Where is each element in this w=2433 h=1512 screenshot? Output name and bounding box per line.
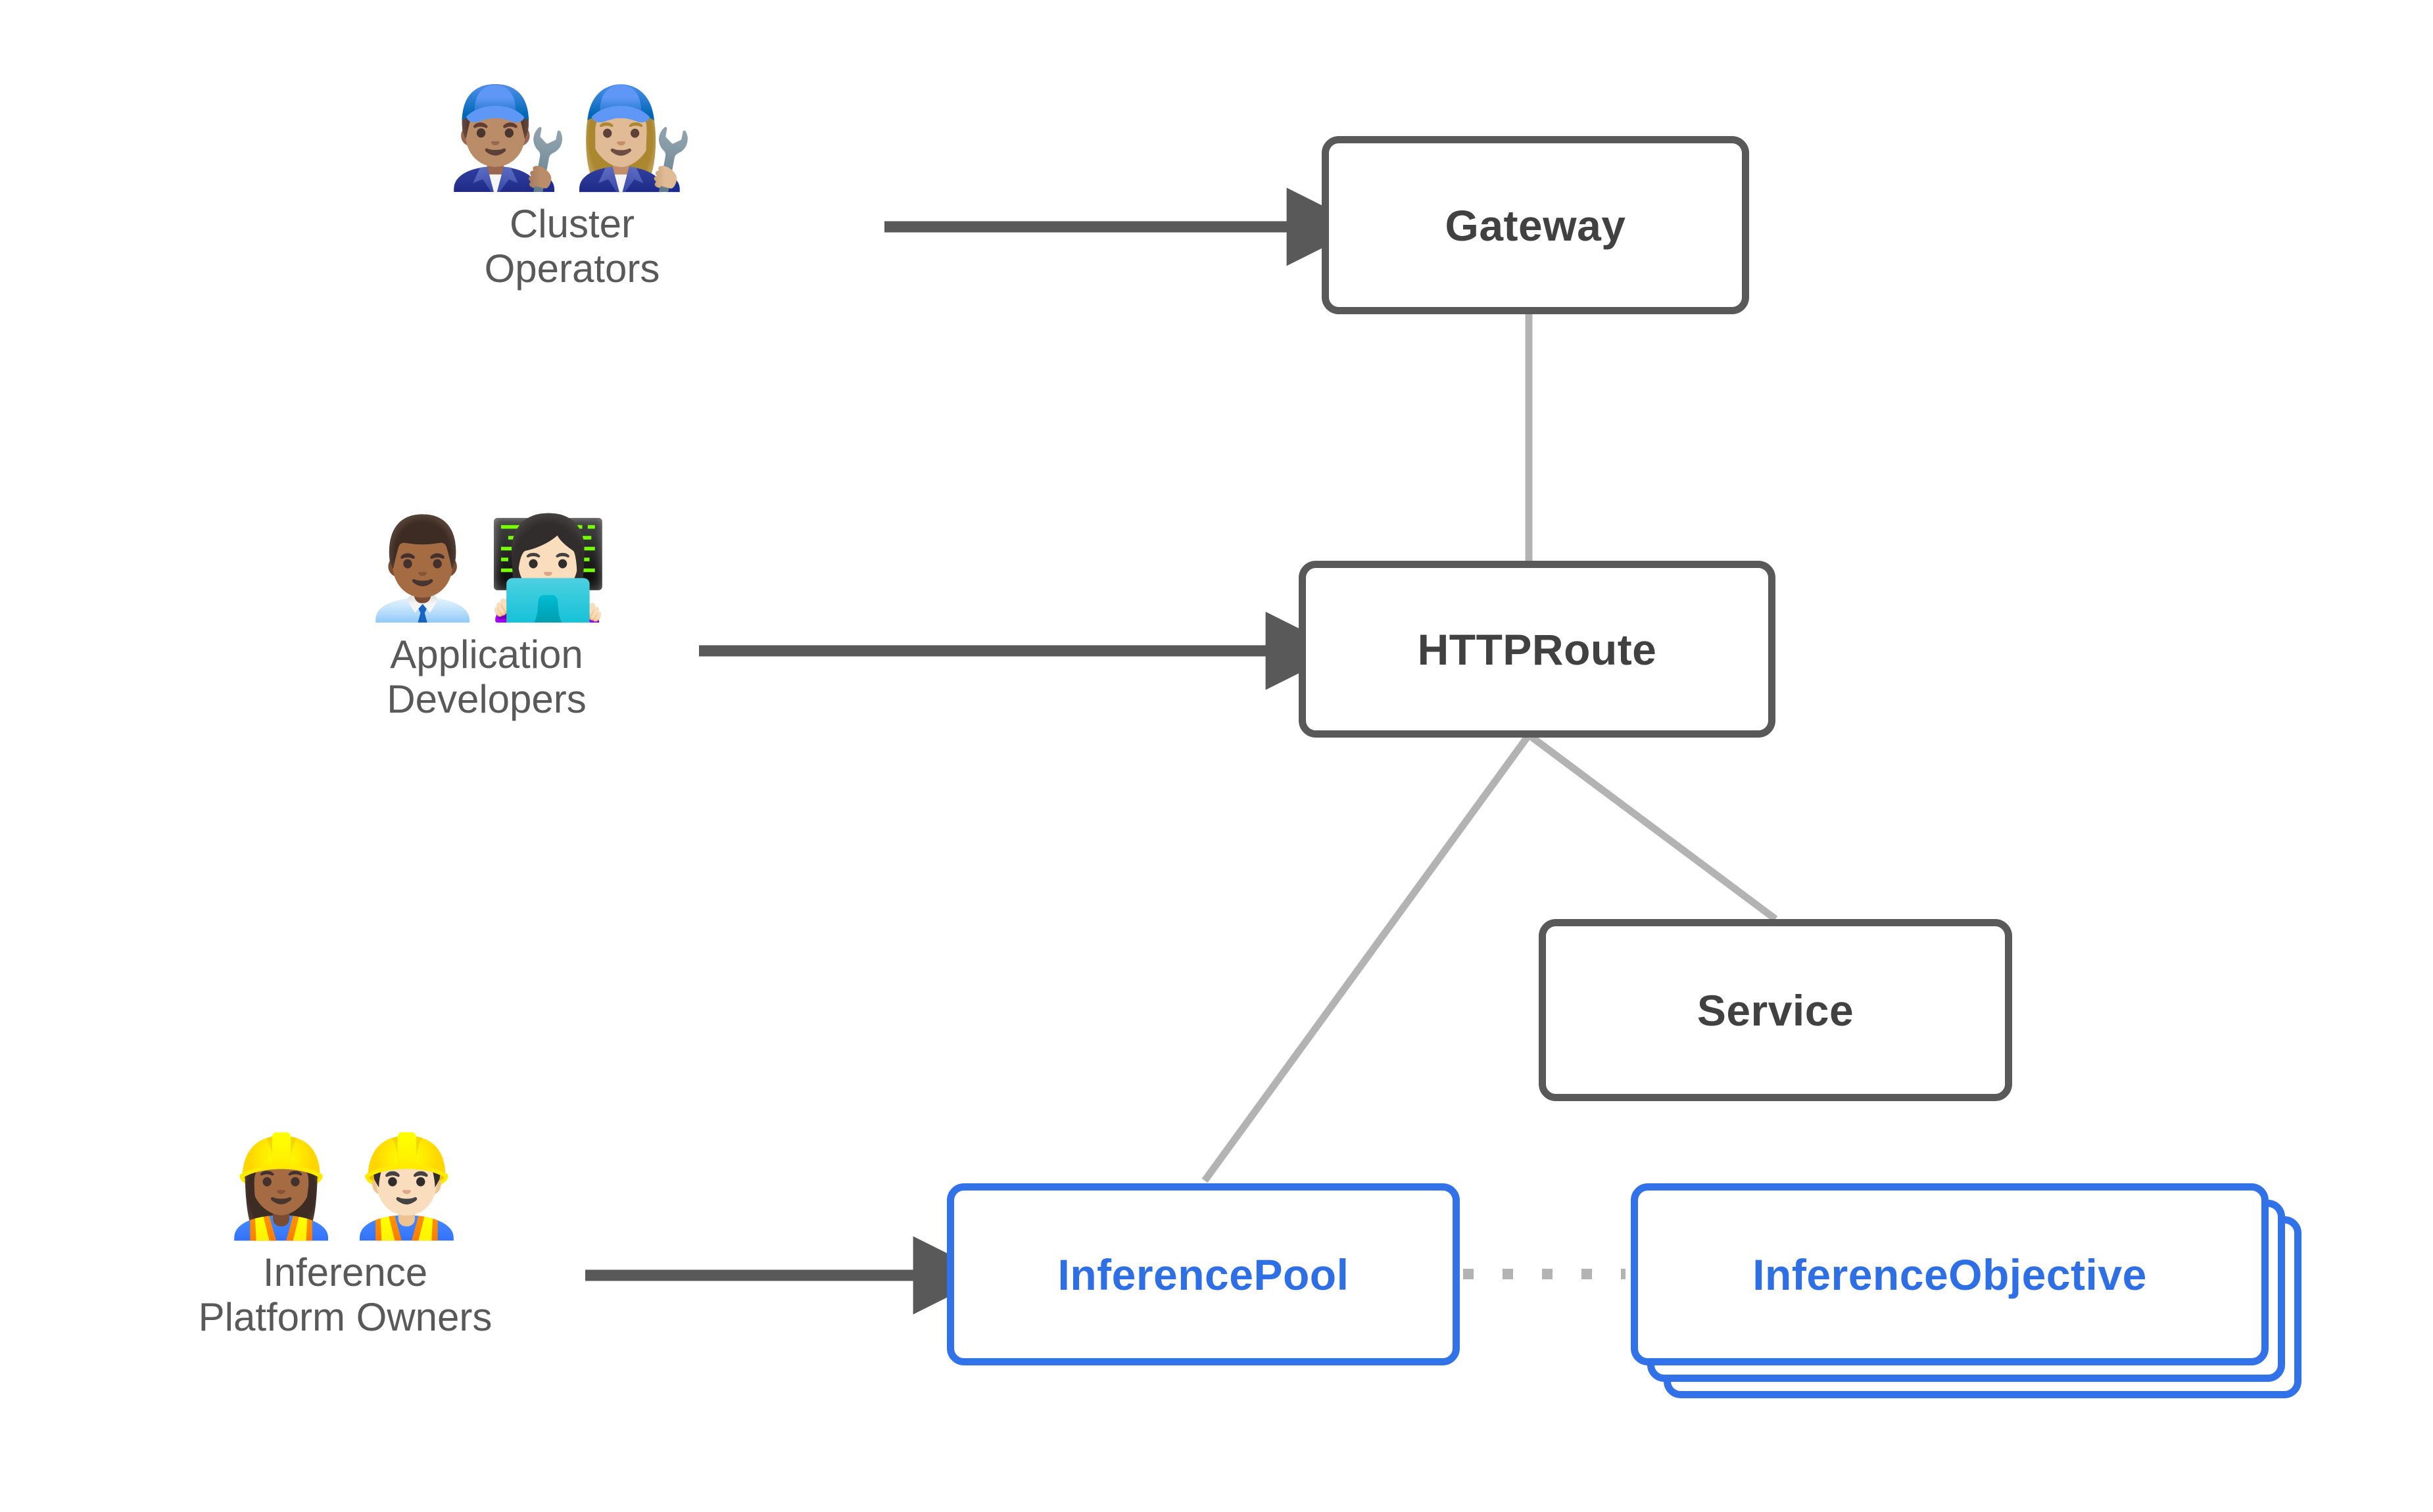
node-service[interactable]: Service (1539, 919, 2012, 1101)
persona-cluster-operators: 👨🏽‍🔧👩🏼‍🔧 Cluster Operators (408, 89, 736, 291)
node-inferencepool[interactable]: InferencePool (947, 1183, 1460, 1365)
mechanic-pair-icon: 👨🏽‍🔧👩🏼‍🔧 (446, 81, 698, 195)
persona-inference-platform-owners: 👷🏾‍♀️👷🏻‍♂️ Inference Platform Owners (141, 1137, 549, 1340)
node-gateway[interactable]: Gateway (1322, 136, 1749, 314)
node-label-service: Service (1697, 985, 1854, 1035)
developer-pair-icon: 👨🏾‍💼👩🏻‍💻 (361, 511, 612, 626)
edge-httproute-to-service (1526, 732, 1778, 922)
node-label-gateway: Gateway (1445, 201, 1626, 250)
node-httproute[interactable]: HTTPRoute (1299, 561, 1775, 738)
node-label-httproute: HTTPRoute (1417, 625, 1657, 674)
node-label-inferencepool: InferencePool (1057, 1250, 1349, 1299)
persona-label-inference-platform-owners: Inference Platform Owners (198, 1250, 493, 1339)
edge-httproute-to-inferencepool (1201, 732, 1532, 1183)
persona-application-developers: 👨🏾‍💼👩🏻‍💻 Application Developers (322, 519, 651, 722)
node-label-inferenceobjective: InferenceObjective (1752, 1250, 2147, 1299)
node-inferenceobjective-stack[interactable]: InferenceObjective (1631, 1183, 2328, 1400)
persona-label-cluster-operators: Cluster Operators (484, 202, 660, 291)
construction-worker-pair-icon: 👷🏾‍♀️👷🏻‍♂️ (220, 1129, 471, 1244)
persona-label-application-developers: Application Developers (387, 632, 587, 721)
stack-layer-front[interactable]: InferenceObjective (1631, 1183, 2269, 1365)
